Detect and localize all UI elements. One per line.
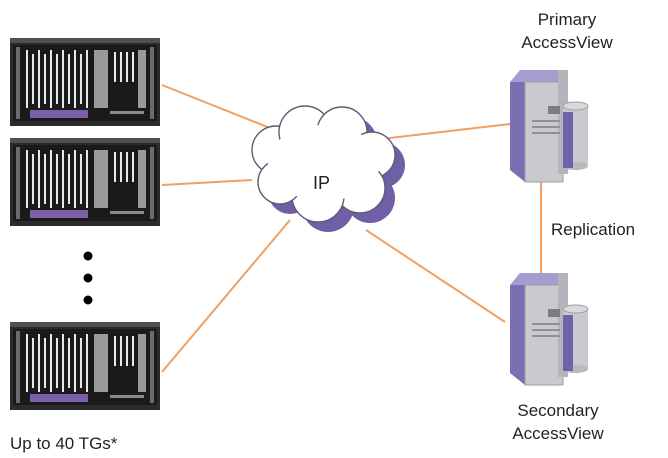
ip-cloud-label: IP <box>313 173 331 193</box>
primary-label-line2: AccessView <box>521 33 613 52</box>
primary-server-icon <box>509 69 589 183</box>
ellipsis-dots <box>83 251 93 305</box>
replication-label: Replication <box>551 220 636 239</box>
tg-count-label: Up to 40 TGs* <box>10 434 118 453</box>
ellipsis-dot <box>83 273 93 283</box>
secondary-accessview-label: Secondary AccessView <box>488 399 628 445</box>
link-cloud-to-primary <box>371 123 511 141</box>
link-cloud-to-secondary <box>365 229 506 323</box>
ellipsis-dot <box>83 251 93 261</box>
tg-device-2 <box>10 138 160 226</box>
tg-device-1 <box>10 38 160 126</box>
secondary-label-line1: Secondary <box>517 401 599 420</box>
ip-cloud <box>251 105 405 232</box>
primary-label-line1: Primary <box>537 10 597 29</box>
network-links <box>161 84 542 373</box>
ellipsis-dot <box>83 295 93 305</box>
link-tg3-to-cloud <box>161 219 291 373</box>
link-tg2-to-cloud <box>161 179 253 186</box>
secondary-server-icon <box>509 272 589 386</box>
secondary-label-line2: AccessView <box>512 424 604 443</box>
link-tg1-to-cloud <box>161 84 276 131</box>
tg-device-3 <box>10 322 160 410</box>
primary-accessview-label: Primary AccessView <box>497 8 637 54</box>
